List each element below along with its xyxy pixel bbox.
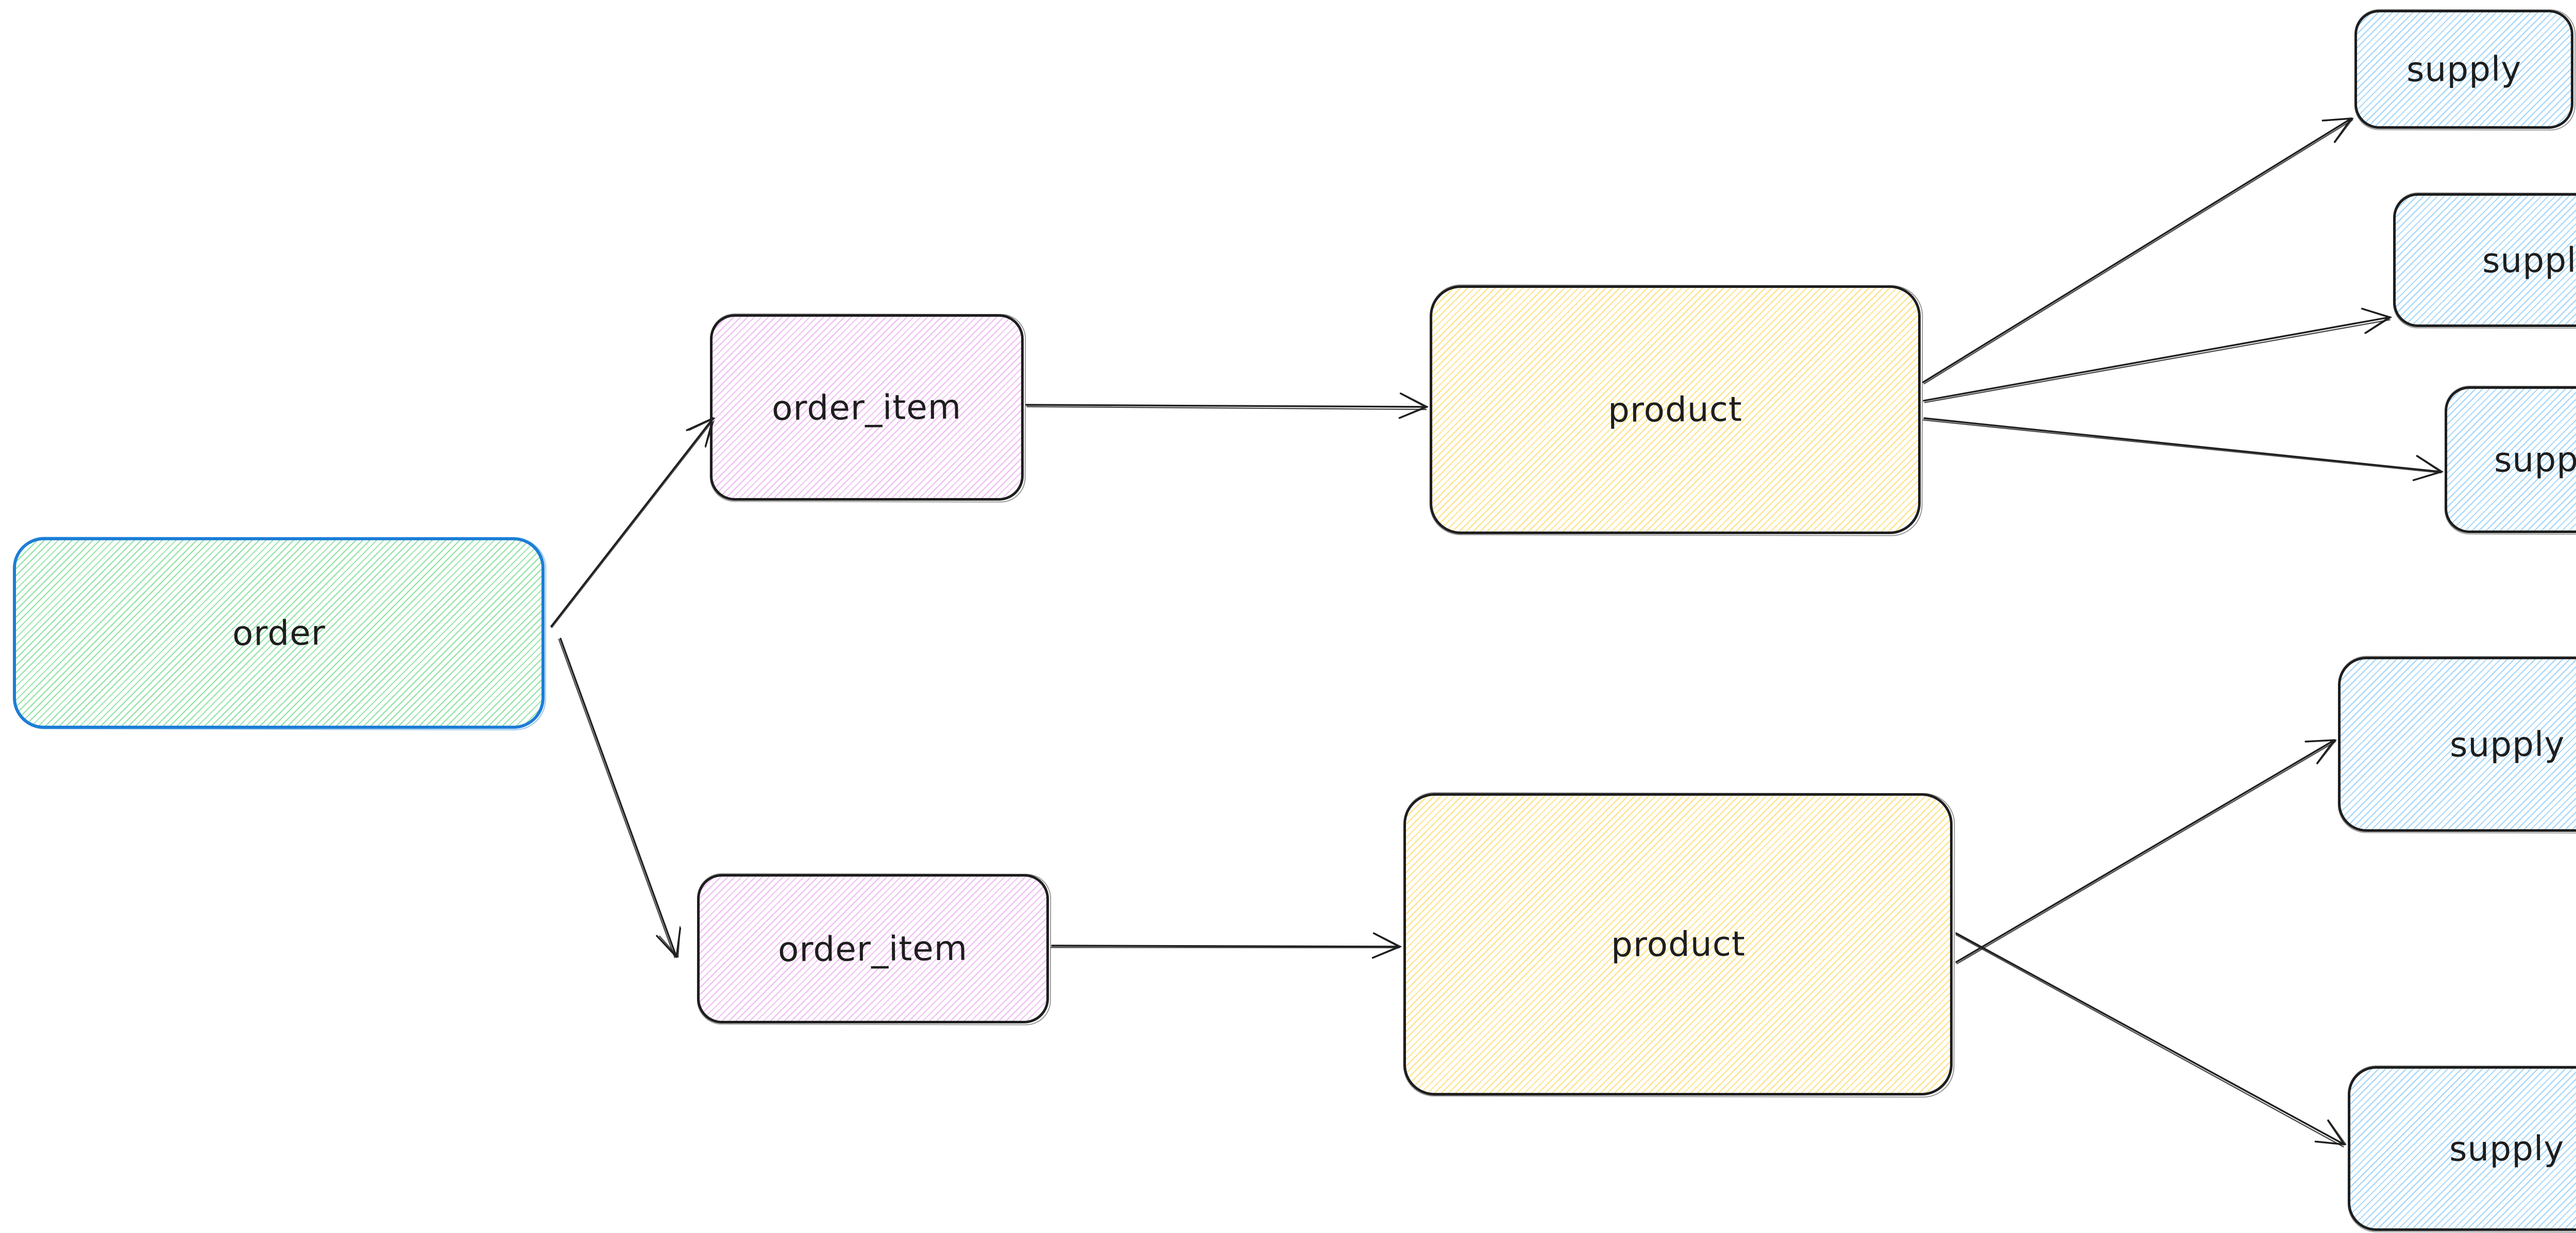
arrow-stroke [1924, 319, 2391, 403]
node-supply-1[interactable]: supply [2354, 10, 2573, 129]
node-product-1[interactable]: product [1430, 285, 1921, 534]
arrow-stroke [1398, 406, 1427, 419]
node-supply-4[interactable]: supply [2338, 657, 2576, 832]
arrow-stroke [2364, 316, 2391, 334]
arrow-order-item-1-to-product-1[interactable] [1025, 392, 1429, 419]
node-label-order-item-1: order_item [772, 387, 962, 428]
arrow-stroke [1372, 946, 1402, 958]
arrow-stroke [551, 418, 715, 628]
arrow-product-1-to-supply-2[interactable] [1923, 307, 2392, 403]
node-label-supply-4: supply [2449, 724, 2565, 765]
arrow-stroke [2333, 117, 2352, 143]
arrow-stroke [1955, 934, 2344, 1148]
node-label-supply-5: supply [2449, 1128, 2565, 1169]
arrow-stroke [2327, 1119, 2347, 1145]
arrow-stroke [1955, 932, 2345, 1145]
arrow-stroke [1955, 739, 2335, 963]
arrow-stroke [560, 638, 677, 958]
arrow-stroke [2324, 117, 2354, 122]
node-product-2[interactable]: product [1403, 793, 1953, 1095]
arrow-stroke [2361, 307, 2391, 318]
node-label-supply-2: supply [2482, 239, 2576, 281]
arrow-stroke [1374, 932, 1402, 948]
arrow-stroke [2316, 739, 2337, 765]
node-label-supply-3: supply [2494, 439, 2576, 480]
node-label-supply-1: supply [2406, 49, 2522, 90]
node-label-product-2: product [1611, 924, 1745, 965]
arrow-stroke [2365, 316, 2392, 334]
arrow-stroke [2314, 1140, 2345, 1145]
arrow-stroke [2416, 455, 2442, 473]
arrow-stroke [686, 417, 714, 432]
arrow-stroke [2334, 117, 2354, 143]
node-order-item-1[interactable]: order_item [710, 314, 1024, 501]
arrow-stroke [677, 926, 681, 958]
arrow-stroke [659, 935, 679, 958]
arrow-stroke [1371, 946, 1400, 959]
arrow-stroke [1956, 741, 2336, 965]
arrow-order-item-2-to-product-2[interactable] [1050, 932, 1402, 959]
arrow-product-1-to-supply-3[interactable] [1922, 417, 2444, 482]
arrow-stroke [2412, 471, 2442, 482]
node-supply-2[interactable]: supply [2393, 193, 2576, 327]
arrow-stroke [1923, 417, 2442, 473]
arrow-stroke [1026, 406, 1427, 410]
arrow-stroke [1399, 406, 1429, 419]
arrow-stroke [1922, 419, 2442, 474]
arrow-stroke [2304, 739, 2335, 743]
arrow-stroke [1051, 945, 1400, 948]
arrow-stroke [2417, 455, 2444, 473]
arrow-stroke [1025, 404, 1427, 408]
node-label-product-1: product [1607, 389, 1743, 430]
arrow-stroke [2316, 739, 2335, 764]
arrow-product-2-to-supply-4[interactable] [1955, 739, 2337, 965]
arrow-order-to-order-item-2[interactable] [558, 638, 682, 958]
arrow-product-2-to-supply-5[interactable] [1955, 932, 2347, 1148]
node-supply-5[interactable]: supply [2348, 1066, 2576, 1231]
arrow-stroke [2307, 739, 2337, 743]
arrow-stroke [656, 935, 677, 958]
arrow-stroke [1922, 117, 2352, 383]
arrow-stroke [550, 417, 714, 627]
arrow-stroke [2414, 471, 2444, 481]
arrow-stroke [1923, 119, 2353, 385]
arrow-stroke [1923, 316, 2391, 402]
arrow-stroke [2321, 117, 2352, 122]
node-label-order-item-2: order_item [778, 928, 968, 969]
node-supply-3[interactable]: supply [2445, 386, 2576, 533]
node-order[interactable]: order [13, 537, 545, 729]
arrow-order-to-order-item-1[interactable] [550, 417, 716, 628]
arrow-stroke [2327, 1119, 2345, 1145]
arrow-stroke [675, 927, 682, 958]
node-order-item-2[interactable]: order_item [697, 874, 1049, 1023]
arrow-stroke [1372, 932, 1400, 948]
arrow-product-1-to-supply-1[interactable] [1922, 117, 2354, 385]
arrow-stroke [2316, 1140, 2347, 1145]
arrow-stroke [2362, 308, 2392, 318]
arrow-stroke [558, 638, 675, 958]
node-label-order: order [232, 612, 326, 654]
arrow-stroke [1400, 392, 1429, 408]
arrow-stroke [1399, 392, 1427, 408]
